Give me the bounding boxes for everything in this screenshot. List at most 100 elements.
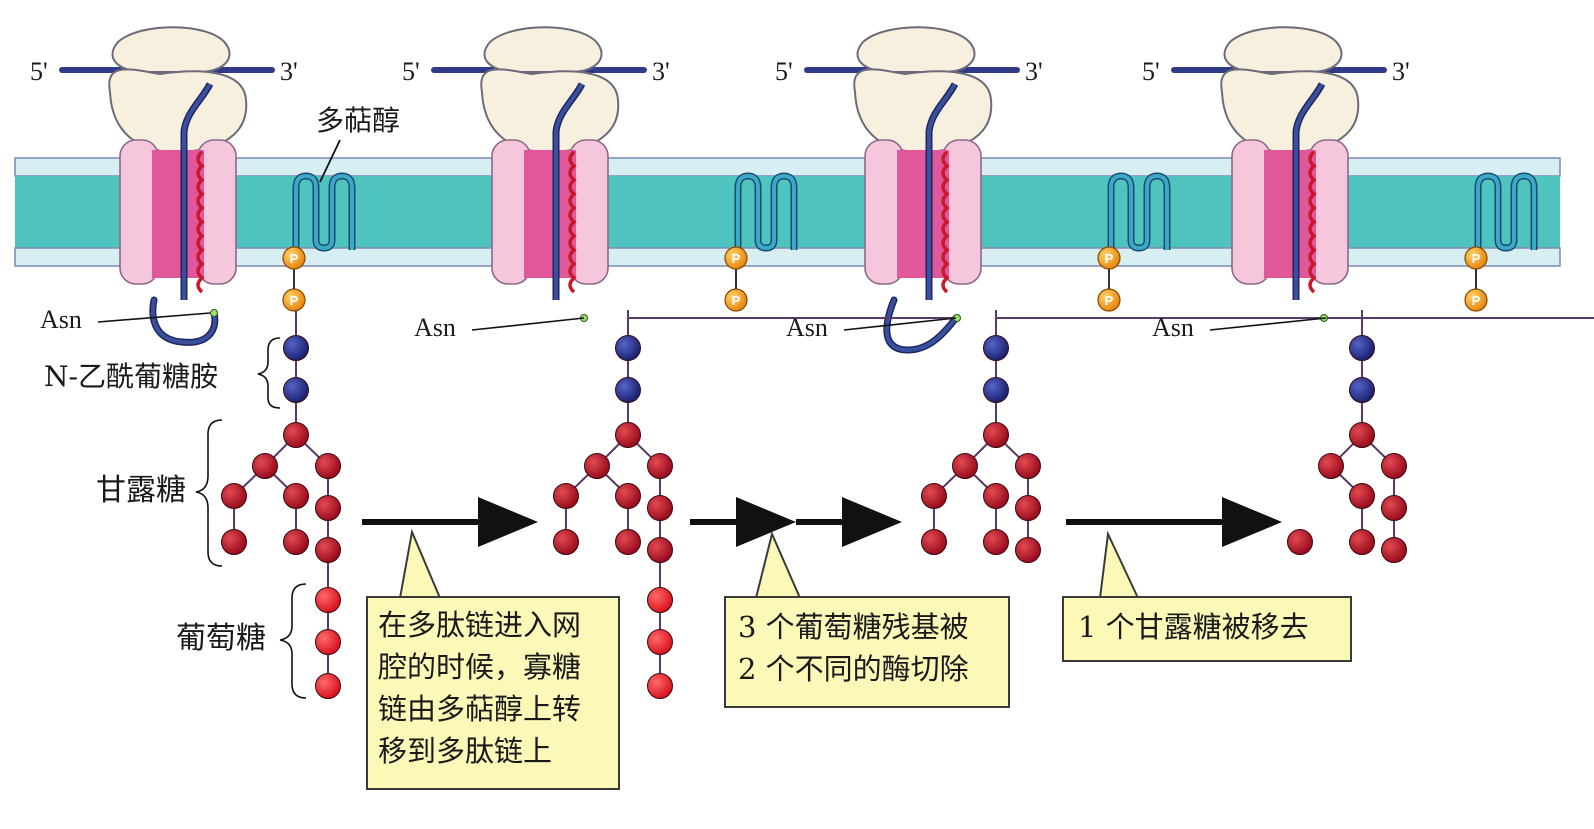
ribosome-icon [108,26,248,154]
dolichol-label: 多萜醇 [316,104,400,137]
five-prime-label: 5' [30,57,48,86]
mannose-residue [983,422,1009,448]
dolichol-lipid-icon [1107,172,1171,252]
translocon-channel-icon [491,139,609,285]
glycan-tree [921,310,1594,563]
glcnac-residue [983,335,1009,361]
mannose-residue [283,483,309,509]
glcnac-residue [615,377,641,403]
mannose-residue [1318,453,1344,479]
mannose-residue [1349,529,1375,555]
glucose-residue [647,587,673,613]
stage-4: 5' 3' P P [1142,26,1594,563]
glucose-residue [315,587,341,613]
three-prime-label: 3' [652,57,670,86]
polypeptide-loop [150,298,217,345]
mannose-residue [1349,483,1375,509]
callout-glucose-removal: 3 个葡萄糖残基被 2 个不同的酶切除 [724,596,1010,708]
asn-residue [210,309,218,317]
mannose-residue [615,529,641,555]
mannose-residue [983,483,1009,509]
mannose-residue [647,495,673,521]
phosphate-icon: P [1464,288,1488,312]
mannose-residue [921,529,947,555]
dolichol-leader [319,139,341,183]
mannose-residue [315,495,341,521]
translocon-channel-icon [1231,139,1349,285]
mannose-residue [553,529,579,555]
five-prime-label: 5' [402,57,420,86]
mannose-residue [283,529,309,555]
glucose-residue [647,673,673,699]
mannose-residue [221,483,247,509]
glcnac-residue [615,335,641,361]
glcnac-residue [1349,377,1375,403]
phosphate-label: P [290,251,299,266]
three-prime-label: 3' [1025,57,1043,86]
glycan-tree [553,310,956,699]
signal-sequence [941,150,950,294]
callout-line: 1 个甘露糖被移去 [1078,610,1309,644]
polypeptide-chain [1294,83,1324,300]
three-prime-label: 3' [280,57,298,86]
phosphate-label: P [290,293,299,308]
signal-sequence [196,150,205,294]
mannose-residue [647,453,673,479]
signal-sequence [568,150,577,294]
mannose-residue [1349,422,1375,448]
ribosome-icon [480,26,620,154]
mannose-residue [221,529,247,555]
asn-label-4: Asn [1152,313,1194,342]
stage-3: 5' 3' P P [775,26,1594,563]
polypeptide-loop [884,298,958,353]
glycan-tree [1287,310,1594,563]
glucose-residue [315,673,341,699]
mannose-residue [553,483,579,509]
glycan-tree [221,310,341,699]
mannose-residue [983,529,1009,555]
glcnac-residue [283,335,309,361]
polypeptide-chain [554,83,584,300]
phosphate-icon: P [1464,246,1488,270]
phosphate-label: P [1105,251,1114,266]
mannose-residue [1015,453,1041,479]
phosphate-label: P [1472,251,1481,266]
mannose-residue [252,453,278,479]
translocon-channel-icon [864,139,982,285]
mannose-residue [1381,495,1407,521]
glucose-label: 葡萄糖 [176,621,266,656]
callout-line: 3 个葡萄糖残基被 [738,610,969,644]
glucose-residue [647,629,673,655]
five-prime-label: 5' [1142,57,1160,86]
phosphate-label: P [1105,293,1114,308]
callout-line: 腔的时候，寡糖 [378,650,582,684]
asn-glycan-link [1361,317,1594,338]
dolichol-lipid-icon [292,172,356,252]
phosphate-icon: P [282,288,306,312]
mannose-residue [315,453,341,479]
glcnac-brace [257,337,281,409]
callout-line: 移到多肽链上 [378,734,553,768]
mannose-residue [647,537,673,563]
mannose-residue [584,453,610,479]
three-prime-label: 3' [1392,57,1410,86]
phosphate-label: P [732,293,741,308]
translocon-channel-icon [119,139,237,285]
five-prime-label: 5' [775,57,793,86]
phosphate-label: P [732,251,741,266]
polypeptide-chain [927,83,957,300]
phosphate-icon: P [282,246,306,270]
mannose-brace [195,419,223,567]
mannose-residue [283,422,309,448]
glucose-residue [315,629,341,655]
glcnac-residue [283,377,309,403]
asn-label-3: Asn [786,313,828,342]
dolichol-lipid-icon [734,172,798,252]
ribosome-icon [1220,26,1360,154]
phosphate-icon: P [1097,288,1121,312]
ribosome-icon [853,26,993,154]
mannose-residue [921,483,947,509]
asn-label-2: Asn [414,313,456,342]
glucose-brace [279,583,307,699]
